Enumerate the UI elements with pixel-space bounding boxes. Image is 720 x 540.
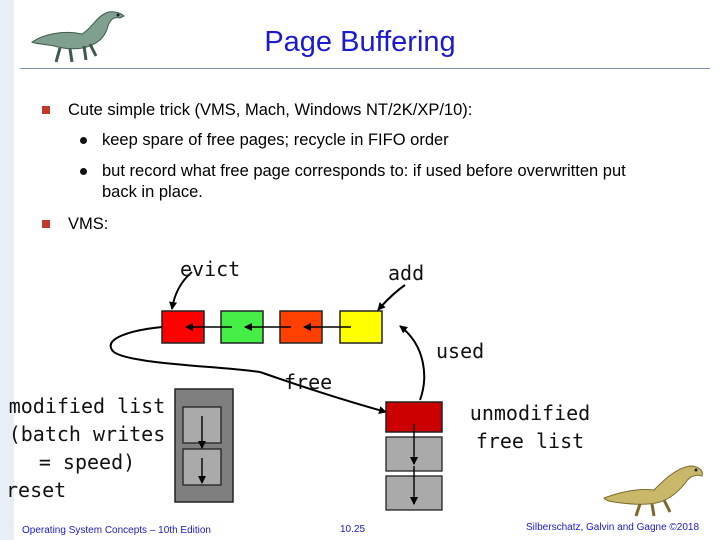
dinosaur-mascot-icon [603,465,703,517]
to-list-arrow [109,326,261,373]
sub-bullet-item: but record what free page corresponds to… [80,161,712,203]
evict-arrow [169,271,193,310]
modified-label-line: (batch writes [8,422,166,446]
round-bullet-icon [80,137,87,144]
used-arrow [399,325,426,401]
sub-bullet-text: keep spare of free pages; recycle in FIF… [102,131,449,149]
footer-page-number: 10.25 [340,524,366,535]
square-bullet-icon [42,220,50,228]
add-arrow [377,284,406,311]
footer-right: Silberschatz, Galvin and Gagne ©2018 [526,522,700,533]
sub-bullet-text-line1: but record what free page corresponds to… [102,162,626,180]
unmodified-label-line: unmodified [469,401,591,425]
page-title: Page Buffering [264,26,456,58]
footer-left: Operating System Concepts – 10th Edition [22,525,211,536]
sub-bullet-item: keep spare of free pages; recycle in FIF… [80,130,702,151]
round-bullet-icon [80,168,87,175]
used-label: used [436,339,485,363]
bullet-text: Cute simple trick (VMS, Mach, Windows NT… [68,101,473,119]
square-bullet-icon [42,106,50,114]
bullet-item: VMS: [42,214,708,235]
bullet-text: VMS: [68,215,109,233]
title-divider [20,68,710,69]
sub-bullet-text-line2: back in place. [102,183,203,201]
unmodified-label-line: free list [475,429,585,453]
dinosaur-logo-icon [31,11,125,63]
modified-label-line: modified list [8,394,166,418]
modified-list-label: modified list (batch writes = speed) [2,392,172,476]
slide-sidebar [0,0,14,540]
modified-label-line: = speed) [38,450,136,474]
modified-label-line: reset [6,478,67,502]
add-label: add [388,261,425,285]
free-label: free [284,370,333,394]
free-arrow [259,371,387,414]
evict-label: evict [180,257,241,281]
bullet-item: Cute simple trick (VMS, Mach, Windows NT… [42,100,708,121]
unmodified-list-label: unmodified free list [450,399,610,455]
